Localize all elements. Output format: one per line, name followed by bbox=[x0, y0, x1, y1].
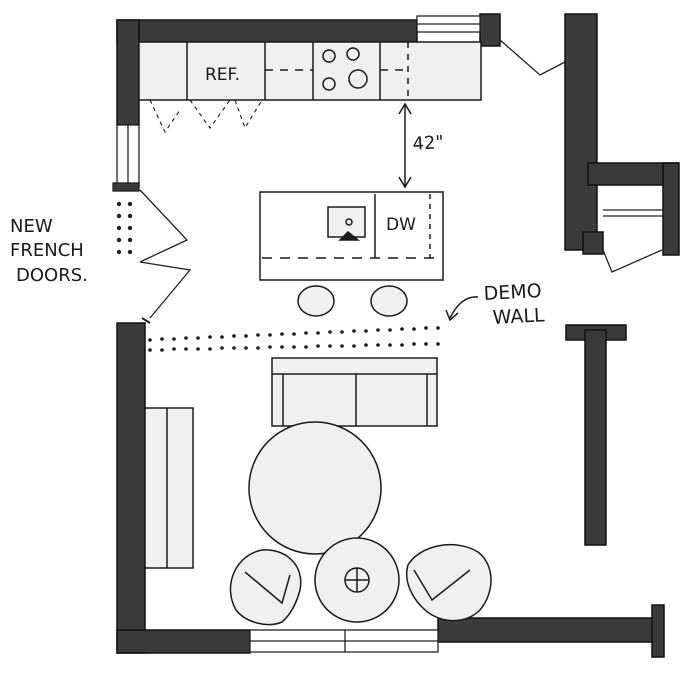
side-console bbox=[144, 407, 194, 569]
french-door-lower bbox=[139, 261, 192, 319]
demo-wall bbox=[148, 326, 440, 352]
french-door-dots bbox=[116, 201, 133, 255]
clearance-dimension bbox=[398, 102, 412, 189]
counter-run bbox=[138, 41, 482, 101]
round-table bbox=[248, 421, 382, 555]
stool-right bbox=[370, 285, 408, 317]
wall-bottom-left bbox=[116, 629, 251, 654]
entry-door-swing bbox=[499, 39, 566, 76]
doors-label-line3: DOORS. bbox=[16, 265, 88, 286]
wall-bottom-end bbox=[651, 604, 665, 658]
doors-label-line2: FRENCH bbox=[10, 240, 84, 261]
wall-top bbox=[116, 19, 418, 43]
wall-bottom-right bbox=[437, 617, 661, 643]
kitchen-island bbox=[259, 191, 444, 281]
stove-burners bbox=[322, 47, 368, 91]
wall-right-lower bbox=[584, 329, 607, 546]
openings bbox=[112, 15, 663, 653]
walls bbox=[116, 13, 680, 658]
wall-top-right-stub bbox=[479, 13, 501, 47]
wall-right-upper bbox=[564, 13, 598, 251]
demo-label-line1: DEMO bbox=[483, 280, 542, 305]
stool-left bbox=[297, 285, 335, 317]
bar-stools bbox=[297, 285, 408, 317]
closet-wall-left-stub bbox=[582, 231, 604, 255]
closet-wall-right bbox=[662, 162, 680, 256]
armchair-left bbox=[229, 549, 302, 626]
clearance-label: 42" bbox=[412, 132, 445, 155]
living-furniture bbox=[144, 357, 492, 626]
cabinet-door-swings bbox=[149, 99, 263, 134]
wall-left-upper bbox=[116, 19, 140, 126]
sofa bbox=[271, 357, 438, 427]
kitchen-counter bbox=[138, 41, 482, 134]
dw-label: DW bbox=[386, 215, 416, 235]
french-door-upper bbox=[139, 189, 189, 263]
doors-label-line1: NEW bbox=[10, 216, 53, 237]
closet-door-swing bbox=[602, 249, 663, 273]
demo-label-line2: WALL bbox=[492, 304, 545, 329]
ref-label: REF. bbox=[205, 65, 240, 85]
wall-left-lower bbox=[116, 322, 146, 654]
armchair-right bbox=[406, 544, 492, 622]
demo-wall-arrow bbox=[445, 296, 479, 322]
